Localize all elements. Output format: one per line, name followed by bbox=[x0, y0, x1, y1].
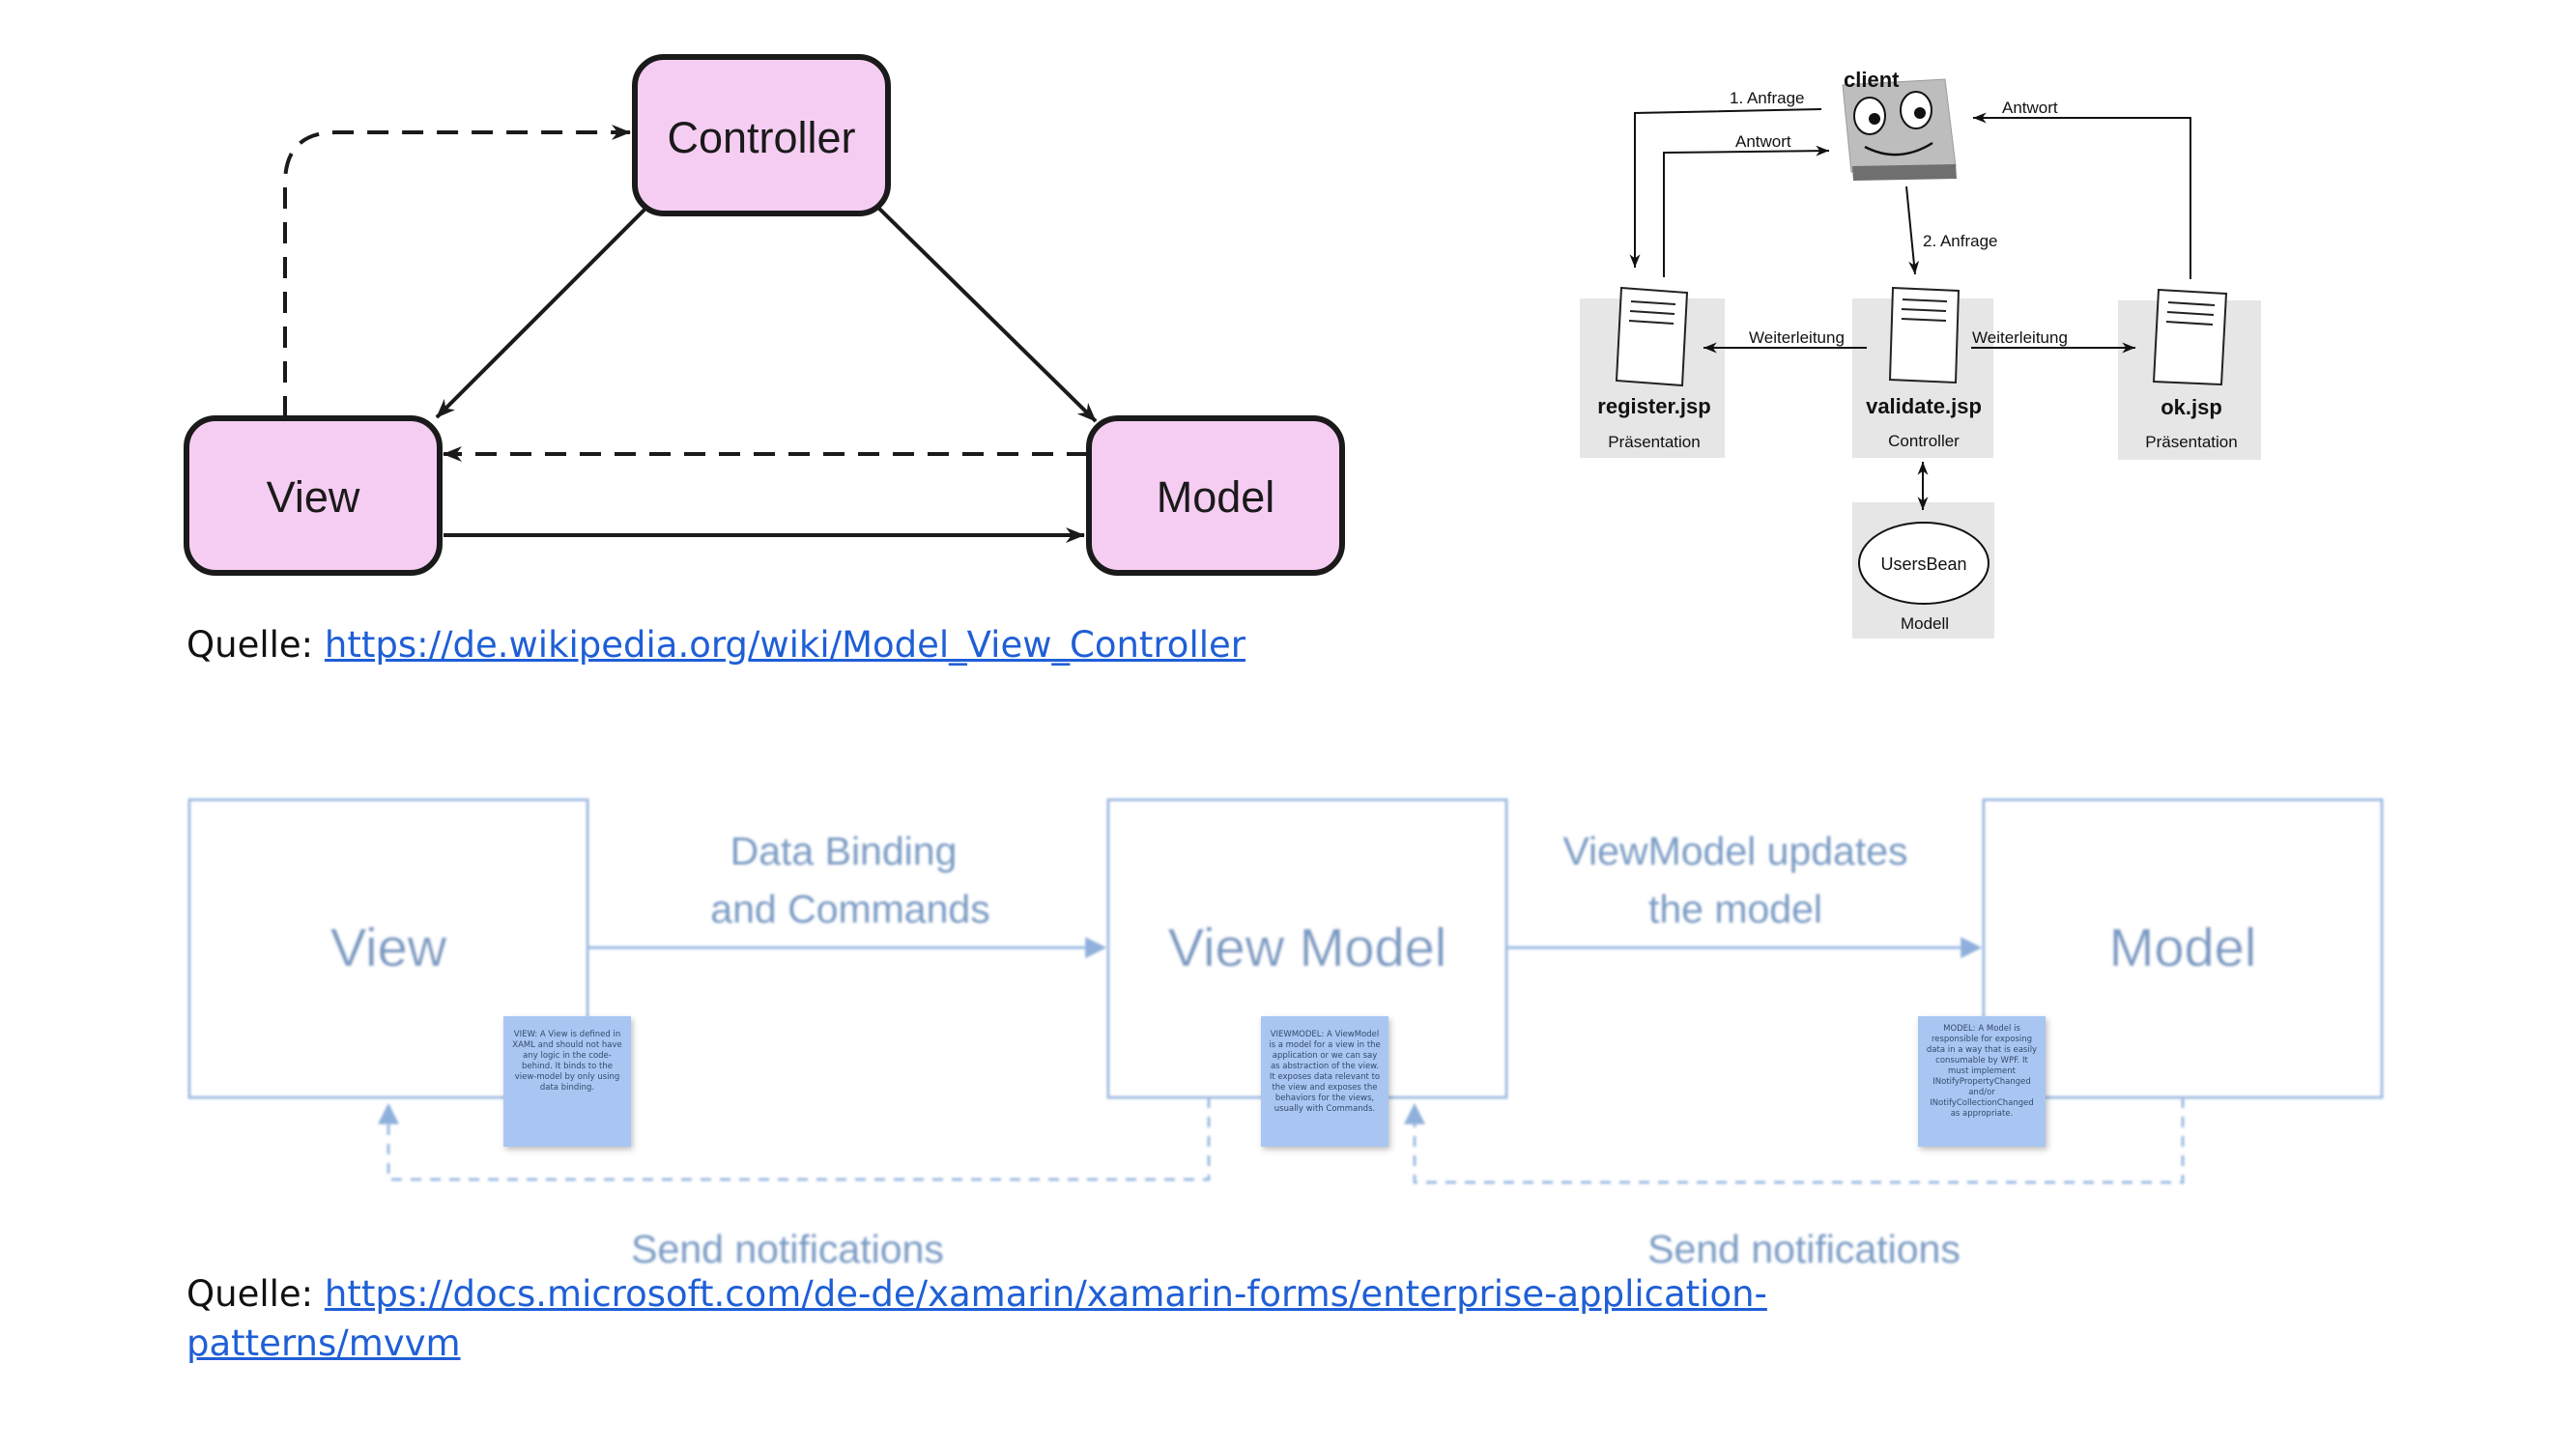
antwort-right-label: Antwort bbox=[2002, 99, 2058, 117]
mvc-diagram: Controller View Model bbox=[184, 54, 1345, 576]
view-to-controller-dashed-arrow bbox=[283, 125, 631, 417]
client-label: client bbox=[1844, 68, 1900, 92]
controller-to-view-arrow bbox=[435, 203, 651, 419]
ok-document-icon bbox=[2152, 288, 2228, 386]
validate-document-icon bbox=[1888, 286, 1961, 384]
binding-label-line2: and Commands bbox=[710, 887, 989, 931]
notify-left-label: Send notifications bbox=[631, 1227, 944, 1271]
controller-to-model-arrow bbox=[873, 203, 1098, 423]
antwort-right-arrow bbox=[1973, 112, 2191, 279]
notify-left-arrow bbox=[378, 1097, 1211, 1181]
controller-label: Controller bbox=[667, 113, 855, 162]
view-label: View bbox=[267, 472, 360, 522]
validate-role-label: Controller bbox=[1888, 432, 1960, 450]
jsp-diagram: client UsersBean 1. Anfrage Antwort Antw… bbox=[1580, 68, 2261, 639]
mvc-source-link[interactable]: https://de.wikipedia.org/wiki/Model_View… bbox=[324, 624, 1245, 666]
mvvm-view-label: View bbox=[330, 917, 447, 978]
weiterleitung-left-label: Weiterleitung bbox=[1749, 328, 1845, 347]
mvvm-source-link-line1[interactable]: https://docs.microsoft.com/de-de/xamarin… bbox=[324, 1273, 1767, 1315]
anfrage1-label: 1. Anfrage bbox=[1730, 89, 1805, 107]
register-document-icon bbox=[1615, 286, 1689, 387]
updates-label-line2: the model bbox=[1648, 887, 1822, 931]
view-note: VIEW: A View is defined in XAML and shou… bbox=[503, 1016, 631, 1147]
register-label: register.jsp bbox=[1597, 394, 1710, 418]
weiterleitung-right-label: Weiterleitung bbox=[1972, 328, 2068, 347]
mvvm-source-prefix: Quelle: bbox=[186, 1273, 325, 1315]
model-label: Model bbox=[1157, 472, 1275, 522]
controller-box bbox=[632, 54, 891, 216]
antwort-left-label: Antwort bbox=[1735, 132, 1791, 151]
mvc-source-prefix: Quelle: bbox=[186, 624, 325, 666]
usersbean-label: UsersBean bbox=[1880, 554, 1966, 574]
usersbean-role-label: Modell bbox=[1901, 614, 1949, 633]
mvvm-model-label: Model bbox=[2109, 917, 2257, 978]
notify-right-label: Send notifications bbox=[1647, 1227, 1961, 1271]
anfrage1-arrow bbox=[1629, 108, 1822, 268]
updates-label-line1: ViewModel updates bbox=[1562, 829, 1907, 873]
mvvm-source-caption: Quelle: https://docs.microsoft.com/de-de… bbox=[186, 1269, 1767, 1368]
mvvm-source-link-line2[interactable]: patterns/mvvm bbox=[186, 1322, 461, 1364]
anfrage2-arrow bbox=[1905, 185, 1920, 275]
mvc-source-caption: Quelle: https://de.wikipedia.org/wiki/Mo… bbox=[186, 620, 1245, 669]
ok-role-label: Präsentation bbox=[2145, 433, 2237, 451]
antwort-left-arrow bbox=[1663, 145, 1830, 277]
notify-right-arrow bbox=[1404, 1097, 2185, 1184]
model-note: MODEL: A Model is responsible for exposi… bbox=[1918, 1016, 2046, 1147]
viewmodel-note: VIEWMODEL: A ViewModel is a model for a … bbox=[1261, 1016, 1388, 1147]
mvvm-model-box bbox=[1982, 798, 2384, 1099]
model-box bbox=[1086, 415, 1345, 576]
anfrage2-label: 2. Anfrage bbox=[1923, 232, 1998, 250]
mvvm-viewmodel-label: View Model bbox=[1168, 917, 1446, 978]
register-role-label: Präsentation bbox=[1608, 433, 1700, 451]
client-smiley-icon bbox=[1842, 78, 1957, 181]
ok-label: ok.jsp bbox=[2161, 395, 2222, 419]
usersbean-ellipse bbox=[1858, 522, 1989, 605]
validate-label: validate.jsp bbox=[1866, 394, 1982, 418]
view-box bbox=[184, 415, 443, 576]
mvvm-diagram: View View Model Model Data Binding and C… bbox=[187, 798, 2384, 1271]
binding-label-line1: Data Binding bbox=[730, 829, 958, 873]
